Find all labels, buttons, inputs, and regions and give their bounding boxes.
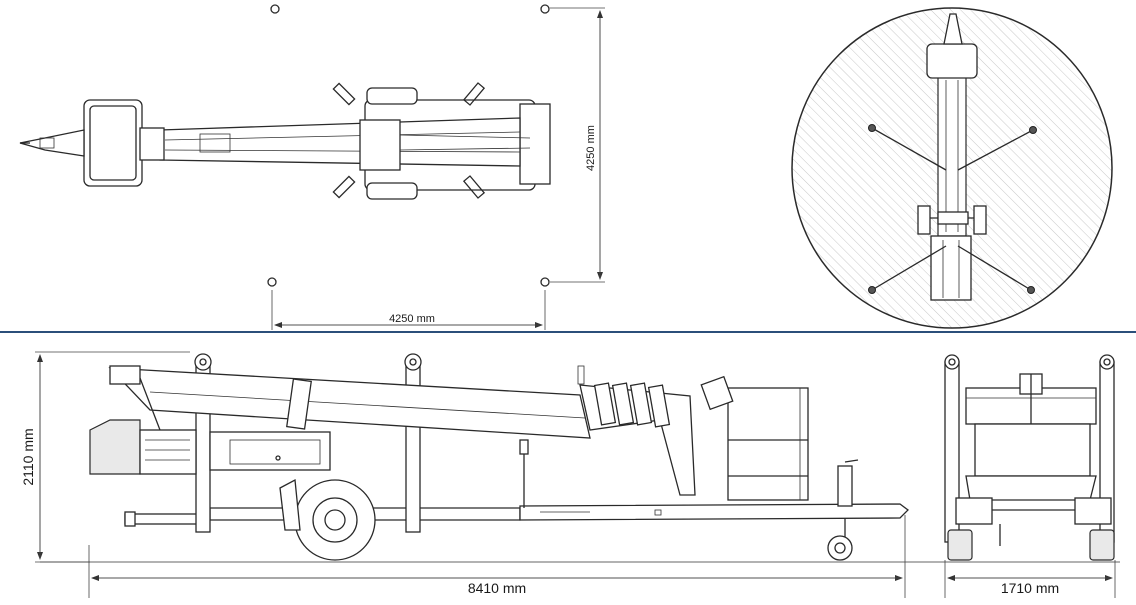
working-area-view	[791, 7, 1113, 329]
dimension-rear-width: 1710 mm	[1001, 580, 1059, 596]
dimension-side-height: 2110 mm	[20, 428, 36, 485]
top-view: 4250 mm 4250 mm	[19, 4, 605, 330]
outrigger-arms	[267, 4, 550, 287]
rear-view: 1710 mm	[944, 354, 1116, 598]
dimension-top-width: 4250 mm	[389, 313, 435, 325]
side-view: 2110 mm 8410 mm	[20, 351, 1120, 598]
dimension-side-length: 8410 mm	[468, 580, 526, 596]
dimension-top-depth: 4250 mm	[585, 125, 597, 171]
